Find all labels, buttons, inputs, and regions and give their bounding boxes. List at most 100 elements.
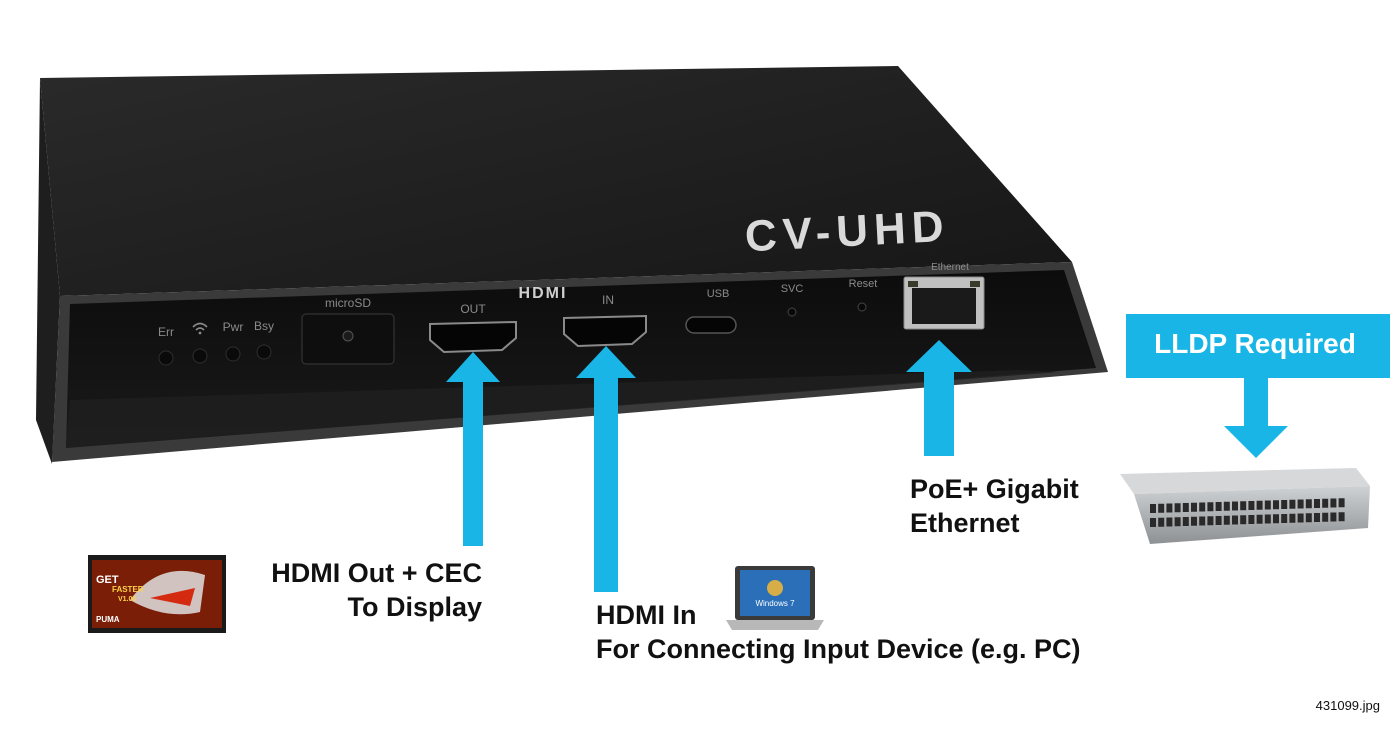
switch-port <box>1297 513 1304 523</box>
hdmi-out-callout-line1: HDMI Out + CEC <box>271 558 482 588</box>
switch-port <box>1240 501 1247 511</box>
microsd-screw <box>342 330 354 342</box>
led-err-label: Err <box>158 325 174 339</box>
arrow-hdmi-in <box>576 346 636 592</box>
switch-port <box>1248 501 1255 510</box>
led-pwr <box>225 346 241 362</box>
model-label: CV-UHD <box>744 202 951 262</box>
switch-port <box>1223 501 1230 511</box>
ethernet-callout-line1: PoE+ Gigabit <box>910 474 1079 504</box>
laptop-os-label: Windows 7 <box>755 599 795 608</box>
wifi-icon <box>192 322 208 335</box>
switch-port <box>1191 502 1197 512</box>
switch-port <box>1289 499 1296 509</box>
switch-port <box>1338 498 1345 508</box>
switch-port <box>1174 503 1181 513</box>
switch-port <box>1215 502 1222 511</box>
reset-button <box>857 302 867 312</box>
lldp-label: LLDP Required <box>1154 328 1356 359</box>
switch-port <box>1150 504 1156 513</box>
laptop-base <box>726 620 824 630</box>
switch-port <box>1248 515 1255 524</box>
display-text-3: V1.06 <box>118 596 136 603</box>
switch-ports <box>1150 498 1345 527</box>
switch-port <box>1223 515 1230 525</box>
svc-label: SVC <box>781 283 804 295</box>
switch-port <box>1305 513 1312 523</box>
ethernet-led-left <box>908 281 918 287</box>
ethernet-label: Ethernet <box>931 262 969 273</box>
hdmi-out-port <box>429 320 517 354</box>
lldp-badge <box>1126 314 1390 378</box>
arrow-hdmi-out <box>446 352 500 546</box>
switch-port <box>1199 516 1206 526</box>
laptop-icon: Windows 7 <box>726 566 824 630</box>
switch-port <box>1240 515 1247 525</box>
ethernet-callout-line2: Ethernet <box>910 508 1020 538</box>
hdmi-in-callout: HDMI In For Connecting Input Device (e.g… <box>596 598 1156 666</box>
switch-port <box>1264 500 1271 510</box>
switch-port <box>1207 516 1214 526</box>
switch-port <box>1338 512 1345 522</box>
switch-port <box>1166 503 1173 513</box>
switch-port <box>1281 500 1288 509</box>
display-text-1: GET <box>96 574 119 586</box>
switch-port <box>1256 514 1263 524</box>
switch-port <box>1232 501 1238 511</box>
switch-port <box>1174 517 1181 527</box>
switch-port <box>1273 514 1279 524</box>
led-bsy-label: Bsy <box>254 319 274 333</box>
switch-top <box>1120 468 1370 494</box>
led-wifi <box>192 348 208 364</box>
switch-port <box>1158 517 1165 527</box>
switch-port <box>1305 499 1312 509</box>
switch-port <box>1289 513 1296 523</box>
switch-port <box>1191 516 1197 526</box>
hdmi-out-label: OUT <box>460 302 486 316</box>
display-brand: PUMA <box>96 615 120 624</box>
hdmi-in-label: IN <box>602 293 614 307</box>
file-name: 431099.jpg <box>1315 698 1380 713</box>
switch-port <box>1322 498 1329 508</box>
switch-port <box>1256 500 1263 510</box>
hdmi-in-callout-line2: For Connecting Input Device (e.g. PC) <box>596 634 1081 664</box>
ethernet-callout: PoE+ Gigabit Ethernet <box>910 472 1130 540</box>
switch-port <box>1322 512 1329 522</box>
microsd-label: microSD <box>325 296 371 310</box>
switch-port <box>1273 500 1279 510</box>
svc-button <box>787 307 797 317</box>
switch-port <box>1182 517 1189 526</box>
switch-port <box>1150 518 1156 527</box>
hdmi-in-port <box>563 314 647 348</box>
ethernet-led-right <box>970 281 980 287</box>
switch-port <box>1166 517 1173 527</box>
switch-port <box>1314 513 1320 522</box>
device-top <box>40 66 1072 296</box>
display-thumbnail-icon: GET FASTER V1.06 PUMA <box>88 555 226 633</box>
hdmi-out-callout-line2: To Display <box>347 592 482 622</box>
device: CV-UHD HDMI Err Pwr Bsy microSD OUT IN U… <box>36 66 1108 464</box>
network-switch-icon <box>1120 468 1370 544</box>
led-pwr-label: Pwr <box>223 320 244 334</box>
arrow-ethernet <box>906 340 972 456</box>
led-bsy <box>256 344 272 360</box>
switch-port <box>1330 512 1337 522</box>
device-reflection <box>66 370 1060 448</box>
ethernet-port-inner <box>912 288 976 324</box>
device-side <box>36 78 60 464</box>
switch-port <box>1330 498 1337 508</box>
hdmi-in-callout-line1: HDMI In <box>596 600 697 630</box>
reset-label: Reset <box>849 278 878 290</box>
switch-port <box>1314 499 1320 508</box>
switch-port <box>1297 499 1304 509</box>
usb-c-port <box>685 316 737 334</box>
windows-logo <box>767 580 783 596</box>
switch-port <box>1158 503 1165 513</box>
switch-port <box>1264 514 1271 524</box>
led-err <box>158 350 174 366</box>
switch-port <box>1207 502 1214 512</box>
switch-port <box>1281 514 1288 523</box>
hdmi-out-callout: HDMI Out + CEC To Display <box>212 556 482 624</box>
switch-port <box>1232 515 1238 525</box>
